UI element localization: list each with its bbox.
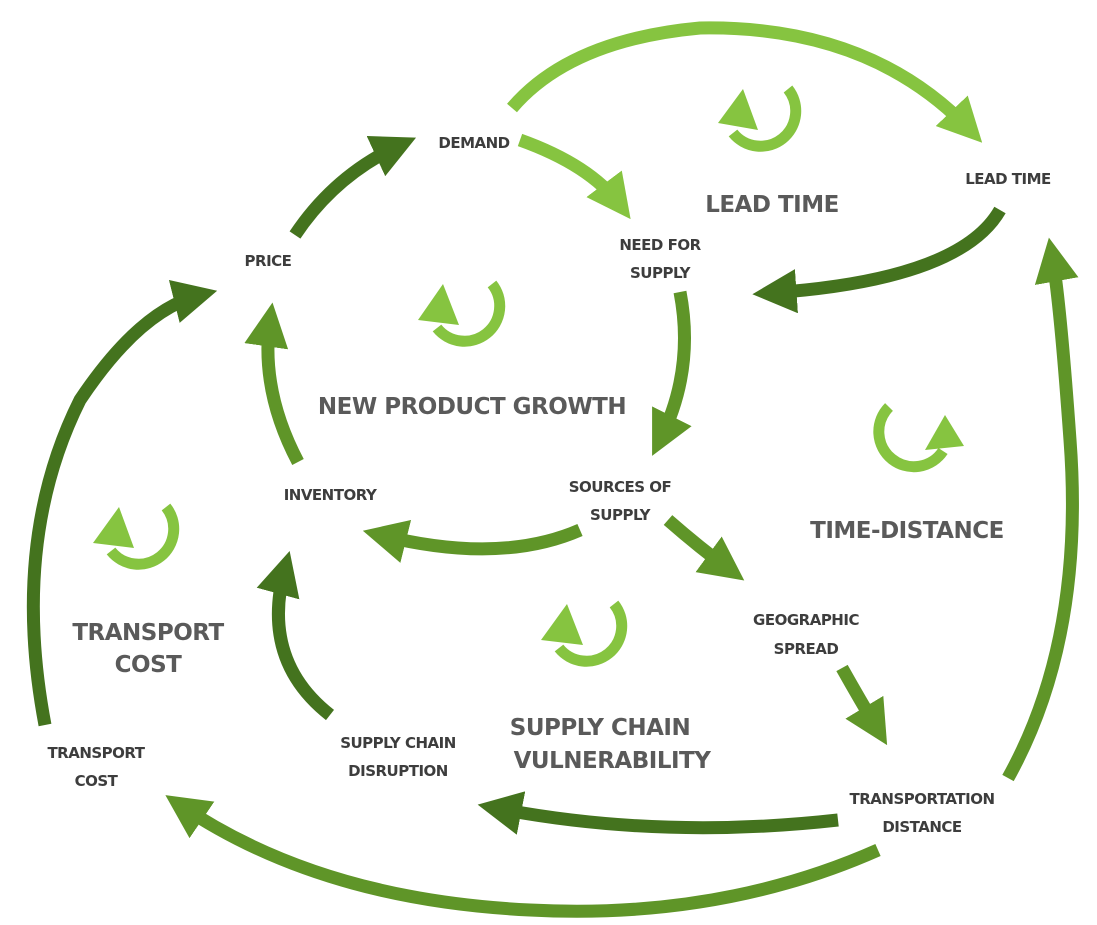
- arrow-inventory-to-price: [244, 302, 304, 466]
- node-supply-chain-disruption-line2: DISRUPTION: [348, 762, 448, 780]
- loop-icon-lead-time: [718, 85, 802, 152]
- arrow-lead-time-to-need-for-supply: [752, 206, 1006, 314]
- arrow-demand-to-need-for-supply: [517, 133, 631, 220]
- node-price: PRICE: [245, 252, 292, 270]
- loop-label-lead-time: LEAD TIME: [705, 192, 839, 218]
- loop-label-time-distance: TIME-DISTANCE: [810, 518, 1004, 544]
- node-demand: DEMAND: [438, 134, 509, 152]
- arrow-demand-to-lead-time: [507, 21, 983, 143]
- arrow-price-to-demand: [289, 136, 417, 239]
- node-lead-time: LEAD TIME: [965, 170, 1051, 188]
- node-need-for-supply-line2: SUPPLY: [630, 264, 692, 282]
- node-transport-cost-line2: COST: [75, 772, 119, 790]
- loop-icon-supply-chain-vulnerability: [541, 600, 628, 667]
- node-sources-of-supply-line1: SOURCES OF: [569, 478, 672, 496]
- arrow-transportation-distance-to-disruption: [477, 791, 839, 835]
- arrow-disruption-to-inventory: [256, 550, 335, 721]
- arrow-need-for-supply-to-sources: [652, 290, 692, 456]
- node-geographic-spread-line1: GEOGRAPHIC: [753, 611, 859, 629]
- arrow-sources-to-inventory: [362, 519, 583, 563]
- node-geographic-spread-line2: SPREAD: [774, 640, 839, 658]
- loop-label-supply-chain-vulnerability-line2: VULNERABILITY: [514, 748, 712, 774]
- arrow-geographic-spread-to-transportation-distance: [836, 664, 888, 746]
- loop-icon-transport-cost: [93, 503, 180, 570]
- node-sources-of-supply-line2: SUPPLY: [590, 506, 652, 524]
- arrow-transportation-distance-to-lead-time: [1002, 237, 1079, 782]
- loop-label-transport-cost-line1: TRANSPORT: [72, 620, 224, 646]
- loop-icon-time-distance: [873, 403, 964, 473]
- node-transport-cost-line1: TRANSPORT: [47, 744, 145, 762]
- node-transportation-distance-line1: TRANSPORTATION: [850, 790, 995, 808]
- loop-icon-new-product-growth: [418, 280, 506, 347]
- loop-label-new-product-growth: NEW PRODUCT GROWTH: [318, 394, 626, 420]
- node-need-for-supply-line1: NEED FOR: [619, 236, 701, 254]
- arrow-transportation-distance-to-transport-cost: [165, 795, 881, 918]
- arrow-sources-to-geographic-spread: [663, 515, 745, 581]
- arrow-transport-cost-to-price: [26, 280, 218, 727]
- node-supply-chain-disruption-line1: SUPPLY CHAIN: [340, 734, 456, 752]
- node-inventory: INVENTORY: [284, 486, 378, 504]
- node-transportation-distance-line2: DISTANCE: [882, 818, 962, 836]
- loop-label-transport-cost-line2: COST: [115, 652, 182, 678]
- loop-label-supply-chain-vulnerability-line1: SUPPLY CHAIN: [510, 715, 690, 741]
